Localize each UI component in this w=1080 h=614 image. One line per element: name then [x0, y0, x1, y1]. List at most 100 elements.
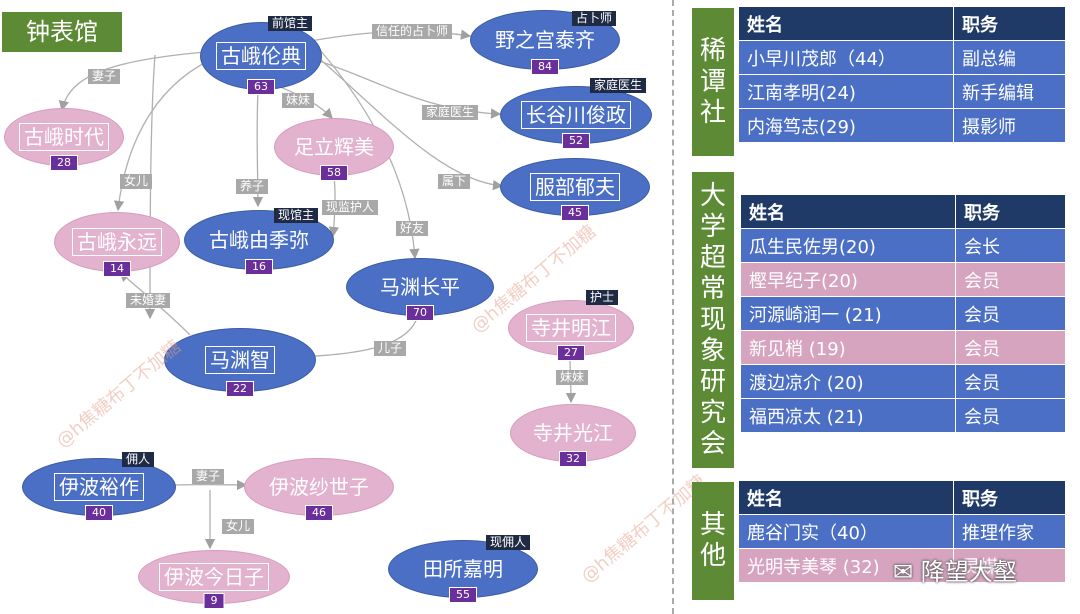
member-name: 江南孝明(24)	[738, 74, 954, 109]
node-name: 野之宫泰齐	[495, 28, 595, 52]
table-row: 瓜生民佐男(20)会长	[740, 228, 1066, 263]
member-role: 新手编辑	[953, 74, 1066, 109]
node-name: 古峨永远	[72, 228, 162, 256]
node-yibojinrizi: 伊波今日子 9	[138, 550, 290, 609]
node-name: 服部郁夫	[530, 173, 620, 201]
node-age: 22	[226, 381, 254, 397]
col-role: 职务	[953, 480, 1066, 515]
member-name: 光明寺美琴 (32)	[738, 548, 954, 583]
node-name: 寺井明江	[526, 314, 616, 342]
node-name: 田所嘉明	[423, 557, 503, 581]
table-daxue: 姓名职务 瓜生民佐男(20)会长樫早纪子(20)会员河源崎润一 (21)会员新见…	[740, 194, 1066, 433]
node-age: 52	[562, 133, 590, 149]
member-role: 摄影师	[953, 108, 1066, 143]
edge-label: 养子	[236, 179, 269, 194]
member-name: 新见梢 (19)	[740, 330, 956, 365]
tag-diviner: 占卜师	[572, 11, 617, 26]
table-row: 河源崎润一 (21)会员	[740, 296, 1066, 331]
table-row: 光明寺美琴 (32)灵媒	[738, 548, 1066, 583]
node-guzhiyongyuan: 古峨永远 14	[54, 212, 180, 277]
node-guzhishidai: 古峨时代 28	[4, 108, 124, 171]
member-role: 灵媒	[953, 548, 1066, 583]
member-name: 内海笃志(29)	[738, 108, 954, 143]
group-label-char: 会	[699, 428, 726, 459]
edge-label: 女儿	[120, 174, 153, 189]
divider	[672, 0, 674, 614]
node-name: 寺井光江	[533, 421, 613, 445]
group-label-char: 研	[699, 366, 726, 397]
table-xitan: 姓名职务 小早川茂郎（44）副总编江南孝明(24)新手编辑内海笃志(29)摄影师	[738, 6, 1066, 143]
group-label-char: 大	[699, 180, 726, 211]
node-yiboyuzuo: 伊波裕作 40	[22, 458, 176, 521]
node-guzhiyoujimi: 古峨由季弥 16	[184, 210, 334, 275]
node-name: 马渊长平	[380, 275, 460, 299]
table-row: 内海笃志(29)摄影师	[738, 108, 1066, 143]
member-name: 渡边凉介 (20)	[740, 364, 956, 399]
node-guzhilundian: 古峨伦典 63	[200, 22, 322, 95]
group-label-char: 常	[699, 273, 726, 304]
tag-nurse: 护士	[586, 290, 619, 305]
tag-family-doctor: 家庭医生	[590, 78, 647, 93]
edge-label: 现监护人	[322, 200, 379, 215]
group-label-char: 谭	[699, 66, 726, 97]
group-label-xitan: 稀谭社	[692, 8, 734, 156]
member-role: 会员	[955, 262, 1066, 297]
node-age: 55	[449, 587, 477, 603]
node-name: 古峨由季弥	[209, 228, 309, 252]
table-row: 小早川茂郎（44）副总编	[738, 40, 1066, 75]
wechat-watermark: ✉ 降望大壑	[893, 558, 1017, 586]
node-age: 27	[557, 345, 585, 361]
group-label-qita: 其他	[692, 482, 734, 600]
group-label-char: 他	[699, 541, 726, 571]
group-label-char: 超	[699, 242, 726, 273]
table-row: 江南孝明(24)新手编辑	[738, 74, 1066, 109]
edge-adopted	[252, 91, 264, 208]
table-row: 樫早纪子(20)会员	[740, 262, 1066, 297]
node-fubuyufu: 服部郁夫 45	[500, 158, 650, 221]
member-role: 会员	[955, 330, 1066, 365]
node-siyingmingjiang: 寺井明江 27	[508, 300, 634, 361]
node-age: 63	[247, 79, 275, 95]
node-name: 伊波裕作	[54, 473, 144, 501]
table-row: 福西凉太 (21)会员	[740, 398, 1066, 433]
member-role: 推理作家	[953, 514, 1066, 549]
edge-label: 未婚妻	[126, 293, 171, 308]
edge-label: 信任的占卜师	[372, 24, 453, 39]
member-role: 会员	[955, 398, 1066, 433]
tag-current-owner: 现馆主	[274, 208, 319, 223]
member-role: 副总编	[953, 40, 1066, 75]
node-zulihuimei: 足立辉美 58	[274, 118, 394, 181]
col-name: 姓名	[738, 480, 954, 515]
group-label-char: 稀	[699, 35, 726, 66]
node-age: 45	[561, 205, 589, 221]
node-siyingguangjiang: 寺井光江 32	[510, 404, 636, 467]
col-role: 职务	[953, 6, 1066, 41]
node-age: 46	[305, 505, 333, 521]
node-age: 84	[531, 59, 559, 75]
node-age: 40	[85, 505, 113, 521]
node-name: 马渊智	[205, 346, 275, 374]
col-role: 职务	[955, 194, 1066, 229]
edge-label: 好友	[396, 221, 429, 236]
wechat-text: 降望大壑	[920, 558, 1017, 586]
group-label-char: 学	[699, 211, 726, 242]
group-label-char: 现	[699, 304, 726, 335]
node-mayuanzhi: 马渊智 22	[164, 328, 316, 397]
table-row: 渡边凉介 (20)会员	[740, 364, 1066, 399]
node-mayuanchangping: 马渊长平 70	[346, 258, 494, 321]
node-name: 足立辉美	[294, 135, 374, 159]
edge-label: 女儿	[222, 519, 255, 534]
edge-subordinate	[314, 54, 504, 191]
node-age: 14	[103, 261, 131, 277]
member-name: 瓜生民佐男(20)	[740, 228, 956, 263]
node-age: 70	[406, 305, 434, 321]
edge-label: 属下	[438, 174, 471, 189]
edge-label: 妻子	[192, 469, 225, 484]
node-yezhigong: 野之宫泰齐 84	[470, 10, 620, 75]
edge-label: 儿子	[374, 341, 407, 356]
table-qita: 姓名职务 鹿谷门实（40）推理作家光明寺美琴 (32)灵媒	[738, 480, 1066, 583]
member-role: 会长	[955, 228, 1066, 263]
edge-label: 家庭医生	[422, 105, 479, 120]
group-label-daxue: 大学超常现象研究会	[692, 172, 734, 468]
member-role: 会员	[955, 296, 1066, 331]
